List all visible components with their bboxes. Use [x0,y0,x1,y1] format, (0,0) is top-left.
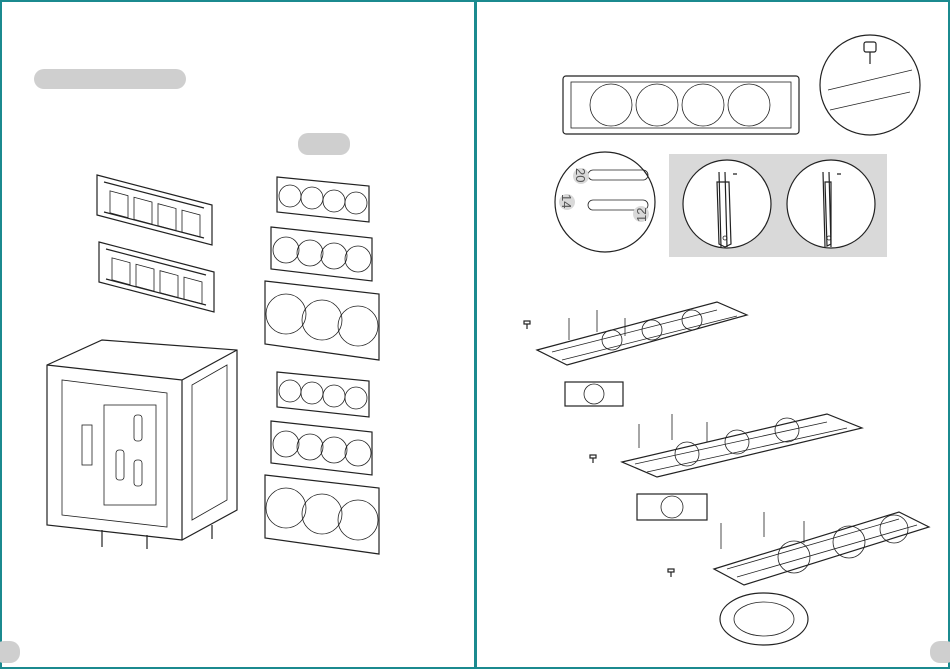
section-header-pill [34,69,186,89]
option-badge-pill [298,133,350,155]
right-page: 20 14 12 [475,0,950,669]
fan-array-icon [274,174,374,224]
screw-icon [523,320,531,330]
fan-array-icon [262,278,382,363]
radiator-bracket-icon [94,237,219,317]
radiator-size-zoom: 20 14 12 [553,150,657,254]
left-page [0,0,476,669]
radiator-size-12-label: 12 [634,208,649,222]
fan-array-icon [268,418,376,478]
thumbscrew-zoom [820,30,920,140]
screw-icon [667,568,675,578]
case-chassis-icon [42,335,247,550]
fan-array-icon [274,369,374,419]
screw-icon [589,454,597,464]
page-number-tab-right [930,641,950,663]
radiator-size-14-label: 14 [559,194,574,208]
bracket-mount-step-3 [709,507,934,647]
page-number-tab-left [0,641,20,663]
bracket-mount-step-1 [517,300,757,418]
lock-icon [785,152,877,256]
radiator-bracket-icon [561,74,801,136]
fan-array-icon [262,472,382,557]
radiator-size-20-label: 20 [573,168,588,182]
lock-icon [681,152,773,256]
fan-array-icon [268,224,376,284]
